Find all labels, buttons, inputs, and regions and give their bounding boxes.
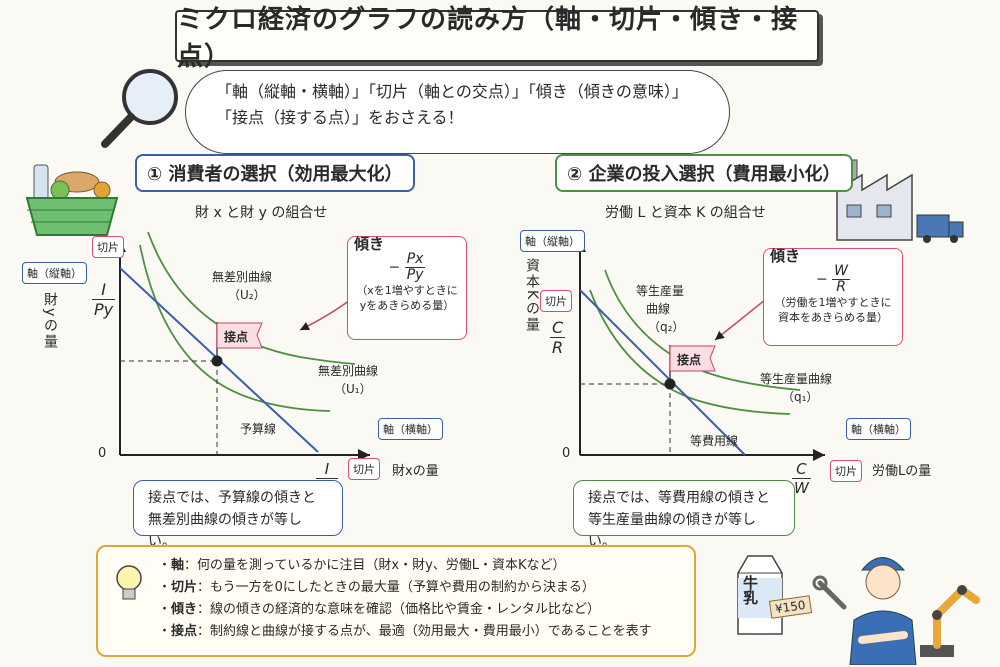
firm-slope-note-line2: 資本をあきらめる量） (778, 311, 888, 324)
consumer-slope-note-line2: yをあきらめる量） (359, 299, 455, 312)
consumer-summary: 接点では、予算線の傾きと 無差別曲線の傾きが等しい。 (133, 480, 343, 550)
consumer-budget-line-label: 予算線 (240, 422, 277, 436)
firm-slope-minus: − (815, 271, 828, 288)
firm-slope-note-head: 傾き (770, 247, 801, 265)
firm-curve-lower-label: （q₁） (782, 390, 819, 404)
consumer-summary-line1: 接点では、予算線の傾きと (148, 490, 316, 506)
consumer-intercept-tag-y: 切片 (92, 236, 124, 258)
consumer-note-pointer (299, 299, 351, 331)
firm-tangent-flag (669, 345, 716, 372)
consumer-slope-note-line1: （xを1増やすときに (356, 284, 458, 297)
firm-x-intercept-den: W (794, 479, 809, 497)
robot-arm-icon (920, 584, 980, 657)
consumer-horizontal-axis-name: 財xの量 (392, 464, 439, 479)
firm-slope-note-line1: （労働を1増やすときに (774, 296, 892, 309)
key-point-term: 軸 (171, 558, 185, 573)
magnifier-icon (101, 69, 178, 148)
firm-curve-upper-name-2: 曲線 (646, 302, 671, 316)
key-point-term: 接点 (171, 624, 198, 639)
firm-y-intercept: C R (550, 318, 566, 357)
consumer-origin: 0 (98, 446, 107, 461)
firm-intercept-tag-x: 切片 (830, 460, 862, 482)
intro-bubble: 「軸（縦軸・横軸）」「切片（軸との交点）」「傾き（傾きの意味）」 「接点（接する… (185, 70, 730, 154)
key-point-text: ：もう一方を0にしたときの最大量（予算や費用の制約から決まる） (197, 580, 595, 595)
key-point-text: ：制約線と曲線が接する点が、最適（効用最大・費用最小）であることを表す (197, 624, 652, 639)
firm-y-intercept-den: R (552, 338, 564, 357)
consumer-slope-minus: − (388, 259, 401, 276)
consumer-slope-note-head: 傾き (354, 235, 385, 253)
consumer-curve-upper-name: 無差別曲線 (212, 270, 273, 284)
key-point-item: ・接点：制約線と曲線が接する点が、最適（効用最大・費用最小）であることを表す (158, 624, 652, 639)
firm-iso-cost-line-label: 等費用線 (690, 434, 739, 448)
firm-tangent-flag-label: 接点 (677, 353, 702, 367)
firm-summary-line1: 接点では、等費用線の傾きと (588, 490, 770, 506)
consumer-curve-lower-label: （U₁） (334, 382, 372, 396)
firm-section-title: ② 企業の投入選択（費用最小化） (555, 154, 853, 192)
key-point-item: ・軸：何の量を測っているかに注目（財x・財y、労働L・資本Kなど） (158, 558, 566, 573)
firm-curve-lower-name: 等生産量曲線 (760, 372, 833, 386)
wrench-icon (812, 575, 847, 610)
lightbulb-icon (116, 565, 142, 600)
intro-line-2: 「接点（接する点）」をおさえる！ (216, 108, 464, 127)
consumer-slope-fraction: Px Py (404, 251, 426, 283)
consumer-x-intercept-num: I (316, 460, 338, 479)
consumer-curve-upper-label: （U₂） (228, 288, 266, 302)
firm-horizontal-axis-tag: 軸（横軸） (846, 418, 911, 440)
consumer-slope-num: Px (404, 251, 426, 268)
firm-slope-den: R (836, 279, 846, 295)
key-point-text: ：何の量を測っているかに注目（財x・財y、労働L・資本Kなど） (184, 558, 566, 573)
consumer-vertical-axis-name: 財yの量 (42, 292, 58, 351)
consumer-tangent-point (211, 355, 223, 367)
key-point-text: ：線の傾きの経済的な意味を確認（価格比や賃金・レンタル比など） (197, 602, 601, 617)
consumer-slope-note: 傾き − Px Py （xを1増やすときに yをあきらめる量） (347, 236, 467, 340)
firm-vertical-axis-tag: 軸（縦軸） (520, 230, 585, 252)
firm-origin: 0 (562, 446, 571, 461)
consumer-indifference-curve-upper (147, 231, 356, 365)
firm-vertical-axis-name: 資本Kの量 (524, 258, 540, 334)
consumer-tangent-flag-label: 接点 (224, 330, 249, 344)
firm-note-pointer (714, 299, 766, 341)
firm-horizontal-axis-name: 労働Lの量 (872, 464, 932, 479)
consumer-y-intercept-num: I (92, 280, 116, 300)
firm-slope-fraction: W R (832, 263, 851, 295)
intro-line-1: 「軸（縦軸・横軸）」「切片（軸との交点）」「傾き（傾きの意味）」 (216, 82, 688, 101)
consumer-section-title: ① 消費者の選択（効用最大化） (135, 154, 415, 192)
key-point-term: 傾き (171, 602, 198, 617)
key-point-term: 切片 (171, 580, 198, 595)
firm-iso-cost-line (579, 289, 746, 456)
firm-y-intercept-num: C (550, 318, 566, 338)
firm-curve-upper-name: 等生産量 (636, 284, 685, 298)
firm-x-intercept: C W (792, 460, 811, 497)
firm-tangent-point (664, 378, 676, 390)
milk-label: 牛乳 (741, 575, 759, 605)
key-point-item: ・切片：もう一方を0にしたときの最大量（予算や費用の制約から決まる） (158, 580, 595, 595)
consumer-tangent-flag (216, 322, 263, 349)
firm-summary: 接点では、等費用線の傾きと 等生産量曲線の傾きが等しい。 (573, 480, 795, 550)
consumer-intercept-tag-x: 切片 (348, 458, 380, 480)
worker-icon (849, 557, 917, 665)
firm-slope-num: W (832, 263, 851, 280)
page-title: ミクロ経済のグラフの読み方（軸・切片・傾き・接点） (175, 5, 819, 72)
firm-isoquant-lower (589, 289, 791, 415)
firm-curve-upper-label: （q₂） (648, 320, 685, 334)
consumer-y-intercept-den: Py (94, 300, 114, 319)
firm-slope-note: 傾き − W R （労働を1増やすときに 資本をあきらめる量） (763, 248, 903, 346)
consumer-vertical-axis-tag: 軸（縦軸） (22, 262, 87, 284)
key-points-box: ・軸：何の量を測っているかに注目（財x・財y、労働L・資本Kなど） ・切片：もう… (96, 545, 696, 657)
consumer-slope-den: Py (406, 267, 424, 283)
consumer-subtitle: 財 x と財 y の組合せ (195, 205, 328, 221)
shopping-basket-icon (25, 164, 119, 236)
consumer-horizontal-axis-tag: 軸（横軸） (378, 418, 443, 440)
consumer-curve-lower-name: 無差別曲線 (318, 364, 379, 378)
key-point-item: ・傾き：線の傾きの経済的な意味を確認（価格比や賃金・レンタル比など） (158, 602, 601, 617)
firm-subtitle: 労働 L と資本 K の組合せ (605, 205, 766, 221)
firm-intercept-tag-y: 切片 (540, 290, 572, 312)
consumer-y-intercept: I Py (92, 280, 116, 319)
firm-x-intercept-num: C (792, 460, 811, 479)
